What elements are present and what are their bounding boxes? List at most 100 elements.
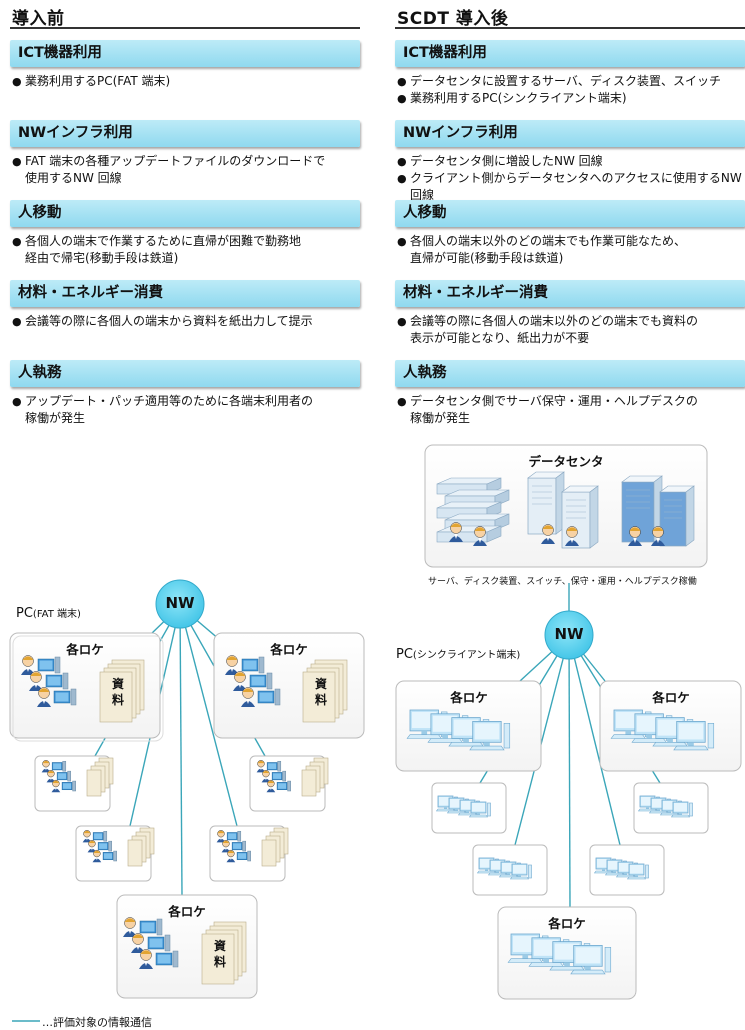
pc-icon (257, 688, 281, 706)
bullet-text: 業務利用するPC(FAT 端末) (25, 74, 171, 88)
person-icon (473, 526, 487, 546)
right-section-5: 人執務 ●データセンタ側でサーバ保守・運用・ヘルプデスクの 稼働が発生 (395, 360, 745, 427)
bullet-icon: ● (397, 92, 407, 105)
paper-document-icons (86, 659, 348, 985)
server-rack-icon (436, 525, 502, 543)
section-heading: 人移動 (395, 200, 745, 227)
bullet-text: データセンタに設置するサーバ、ディスク装置、スイッチ (410, 74, 722, 88)
right-section-2: NWインフラ利用 ●データセンタ側に増設したNW 回線 ●クライアント側からデータセ… (395, 120, 745, 204)
paper-stack-icon (127, 827, 155, 867)
person-icon (651, 526, 665, 546)
section-heading: 人執務 (395, 360, 745, 387)
person-icon (139, 949, 153, 969)
person-icon (92, 849, 102, 863)
bullet-item: ●業務利用するPC(シンクライアント端末) (397, 90, 745, 107)
section-heading: NWインフラ利用 (395, 120, 745, 147)
pc-icon (51, 760, 67, 772)
pc-icon (92, 830, 108, 842)
legend-label: …評価対象の情報通信 (42, 1016, 152, 1029)
pc-icon (53, 688, 77, 706)
person-icon (261, 769, 271, 783)
docs-label-1: 資 料 (111, 677, 124, 707)
pc-icon (226, 830, 242, 842)
section-body: ●会議等の際に各個人の端末から資料を紙出力して提示 (10, 313, 360, 330)
pc-icon (236, 850, 251, 862)
section-heading: 材料・エネルギー消費 (10, 280, 360, 307)
section-body: ●業務利用するPC(FAT 端末) (10, 73, 360, 90)
bullet-item: ●会議等の際に各個人の端末から資料を紙出力して提示 (12, 313, 360, 330)
bullet-item: ●データセンタ側に増設したNW 回線 (397, 153, 745, 170)
docs-label-3: 資 料 (213, 939, 226, 969)
pc-icon (241, 656, 265, 674)
bullet-item: ●会議等の際に各個人の端末以外のどの端末でも資料の 表示が可能となり、紙出力が不… (397, 313, 745, 347)
pc-icon (231, 840, 247, 852)
pc-icon (45, 672, 69, 690)
section-body: ●データセンタに設置するサーバ、ディスク装置、スイッチ ●業務利用するPC(シンク… (395, 73, 745, 107)
section-heading: 人移動 (10, 200, 360, 227)
pc-icon (139, 918, 163, 936)
section-body: ●会議等の際に各個人の端末以外のどの端末でも資料の 表示が可能となり、紙出力が不… (395, 313, 745, 347)
bullet-text: 会議等の際に各個人の端末以外のどの端末でも資料の 表示が可能となり、紙出力が不要 (410, 314, 699, 345)
pc-icon (97, 840, 113, 852)
pc-icon (147, 934, 171, 952)
left-section-4: 材料・エネルギー消費 ●会議等の際に各個人の端末から資料を紙出力して提示 (10, 280, 360, 330)
right-nw-circle (544, 610, 594, 660)
person-icon (37, 687, 51, 707)
thin-client-icon (469, 721, 511, 751)
bullet-icon: ● (12, 75, 22, 88)
bullet-text: 各個人の端末以外のどの端末でも作業可能なため、 直帰が可能(移動手段は鉄道) (410, 234, 687, 265)
bullet-text: FAT 端末の各種アップデートファイルのダウンロードで 使用するNW 回線 (25, 154, 326, 185)
pc-icon (61, 780, 76, 792)
bullet-item: ●FAT 端末の各種アップデートファイルのダウンロードで 使用するNW 回線 (12, 153, 360, 187)
bullet-icon: ● (397, 75, 407, 88)
pc-icon (102, 850, 117, 862)
right-section-3: 人移動 ●各個人の端末以外のどの端末でも作業可能なため、 直帰が可能(移動手段は鉄… (395, 200, 745, 267)
paper-stack-icon (86, 757, 114, 797)
left-section-2: NWインフラ利用 ●FAT 端末の各種アップデートファイルのダウンロードで 使用す… (10, 120, 360, 187)
server-tower-icon (561, 485, 599, 549)
thin-client-pc-icons (406, 709, 715, 975)
thin-client-icon (673, 721, 715, 751)
right-title-rule (395, 27, 745, 29)
bullet-item: ●アップデート・パッチ適用等のために各端末利用者の 稼働が発生 (12, 393, 360, 427)
bullet-icon: ● (397, 235, 407, 248)
section-body: ●データセンタ側でサーバ保守・運用・ヘルプデスクの 稼働が発生 (395, 393, 745, 427)
person-icon (241, 687, 255, 707)
person-icon (51, 779, 61, 793)
person-icon (628, 526, 642, 546)
thin-client-icon (509, 863, 532, 880)
bullet-icon: ● (397, 315, 407, 328)
person-icon (565, 526, 579, 546)
left-title-rule (10, 27, 360, 29)
datacenter-caption: サーバ、ディスク装置、スイッチ、保守・運用・ヘルプデスク稼働 (428, 577, 697, 587)
bullet-icon: ● (397, 172, 407, 185)
fat-terminal-users-icons (21, 655, 291, 969)
bullet-icon: ● (12, 155, 22, 168)
section-heading: NWインフラ利用 (10, 120, 360, 147)
section-body: ●アップデート・パッチ適用等のために各端末利用者の 稼働が発生 (10, 393, 360, 427)
left-section-5: 人執務●アップデート・パッチ適用等のために各端末利用者の 稼働が発生 (10, 360, 360, 427)
pc-icon (266, 760, 282, 772)
datacenter-server-icons (436, 471, 695, 549)
person-icon (266, 779, 276, 793)
section-body: ●各個人の端末以外のどの端末でも作業可能なため、 直帰が可能(移動手段は鉄道) (395, 233, 745, 267)
right-pc-caption: PC(シンクライアント端末) (396, 647, 521, 662)
bullet-item: ●データセンタ側でサーバ保守・運用・ヘルプデスクの 稼働が発生 (397, 393, 745, 427)
person-icon (541, 524, 555, 544)
section-body: ●各個人の端末で作業するために直帰が困難で勤務地 経由で帰宅(移動手段は鉄道) (10, 233, 360, 267)
person-icon (449, 522, 463, 542)
bullet-icon: ● (12, 235, 22, 248)
thin-client-icon (468, 801, 491, 818)
bullet-item: ●各個人の端末以外のどの端末でも作業可能なため、 直帰が可能(移動手段は鉄道) (397, 233, 745, 267)
section-body: ●FAT 端末の各種アップデートファイルのダウンロードで 使用するNW 回線 (10, 153, 360, 187)
paper-stack-icon (302, 659, 348, 723)
bullet-icon: ● (12, 315, 22, 328)
pc-icon (271, 770, 287, 782)
bullet-icon: ● (12, 395, 22, 408)
left-site-label-3: 各ロケ (168, 904, 206, 919)
bullet-item: ●業務利用するPC(FAT 端末) (12, 73, 360, 90)
pc-icon (56, 770, 72, 782)
section-heading: ICT機器利用 (395, 40, 745, 67)
bullet-text: クライアント側からデータセンタへのアクセスに使用するNW 回線 (410, 171, 742, 202)
